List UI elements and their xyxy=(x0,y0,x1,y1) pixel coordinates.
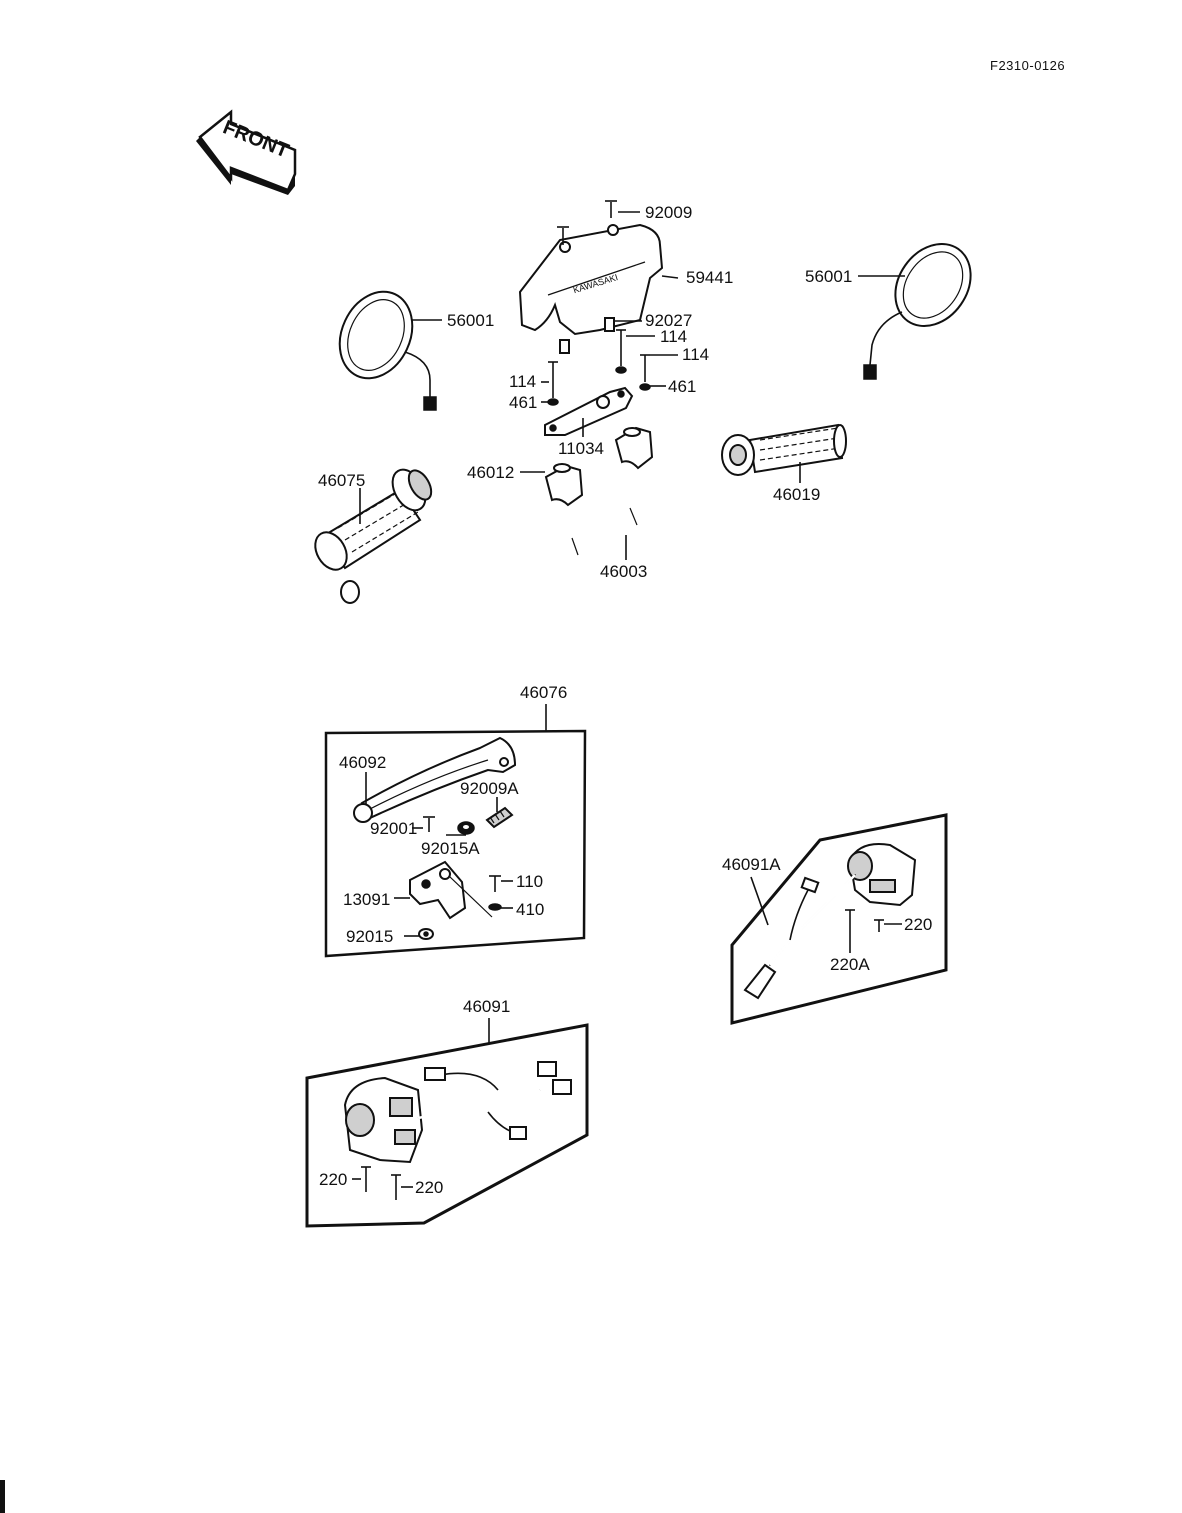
left-switch-housing xyxy=(343,1061,572,1164)
label-46075: 46075 xyxy=(318,471,365,490)
screw-110-icon xyxy=(489,875,501,892)
right-switch-box xyxy=(730,813,948,1025)
label-92009: 92009 xyxy=(645,203,692,222)
pivot-bolt-icon xyxy=(423,816,435,832)
right-switch-housing xyxy=(743,843,917,1000)
label-92015A: 92015A xyxy=(421,839,480,858)
handlebar-holder xyxy=(544,426,654,507)
bolt-114-icon xyxy=(548,329,650,398)
label-92015: 92015 xyxy=(346,927,393,946)
screw-220-left-icon xyxy=(361,1166,401,1200)
adjuster-bolt-icon xyxy=(485,806,514,829)
label-114-b: 114 xyxy=(682,345,709,364)
lever-assembly-box xyxy=(324,704,587,958)
label-46003: 46003 xyxy=(600,562,647,581)
label-461-right: 461 xyxy=(668,377,696,396)
label-410: 410 xyxy=(516,900,544,919)
left-switch-box xyxy=(305,1018,589,1228)
label-46091: 46091 xyxy=(463,997,510,1016)
label-114-c: 114 xyxy=(509,372,536,391)
label-46092: 46092 xyxy=(339,753,386,772)
label-56001-left: 56001 xyxy=(447,311,494,330)
label-11034: 11034 xyxy=(558,439,604,458)
label-13091: 13091 xyxy=(343,890,390,909)
label-110: 110 xyxy=(516,872,543,891)
label-46012: 46012 xyxy=(467,463,514,482)
handlebar-cover: KAWASAKI xyxy=(518,223,664,336)
screw-220-right-icon xyxy=(874,919,884,932)
diagram-code: F2310-0126 xyxy=(990,58,1065,73)
label-220-left-1: 220 xyxy=(319,1170,347,1189)
washer-410-icon xyxy=(488,903,502,911)
mounting-plate xyxy=(544,386,634,436)
label-461-left: 461 xyxy=(509,393,537,412)
label-59441: 59441 xyxy=(686,268,733,287)
label-46091A: 46091A xyxy=(722,855,781,874)
mirror-left xyxy=(338,290,437,411)
label-56001-right: 56001 xyxy=(805,267,852,286)
bolt-92009-icon xyxy=(557,200,617,245)
label-220-right: 220 xyxy=(904,915,932,934)
label-114-a: 114 xyxy=(660,327,687,346)
screw-220A-icon xyxy=(845,909,855,934)
handlebar xyxy=(340,369,834,604)
mirror-right xyxy=(863,243,972,380)
label-92027: 92027 xyxy=(645,311,692,330)
label-46019: 46019 xyxy=(773,485,820,504)
collar-icon xyxy=(559,317,615,354)
washer-461-icon xyxy=(547,366,651,406)
lever-bracket xyxy=(409,860,467,920)
leader-lines-lever xyxy=(365,772,513,937)
washer-92015A-icon xyxy=(457,821,475,835)
clutch-lever xyxy=(353,736,517,823)
front-arrow-icon: FRONT xyxy=(196,109,297,195)
label-46076: 46076 xyxy=(520,683,567,702)
nut-92015-icon xyxy=(418,928,434,940)
grip-right xyxy=(721,423,847,476)
scan-edge-mark xyxy=(0,1480,5,1513)
label-220-left-2: 220 xyxy=(415,1178,443,1197)
grip-left xyxy=(314,468,433,571)
leader-lines-top xyxy=(359,211,905,560)
label-92009A: 92009A xyxy=(460,779,519,798)
label-220A: 220A xyxy=(830,955,870,974)
label-92001: 92001 xyxy=(370,819,417,838)
